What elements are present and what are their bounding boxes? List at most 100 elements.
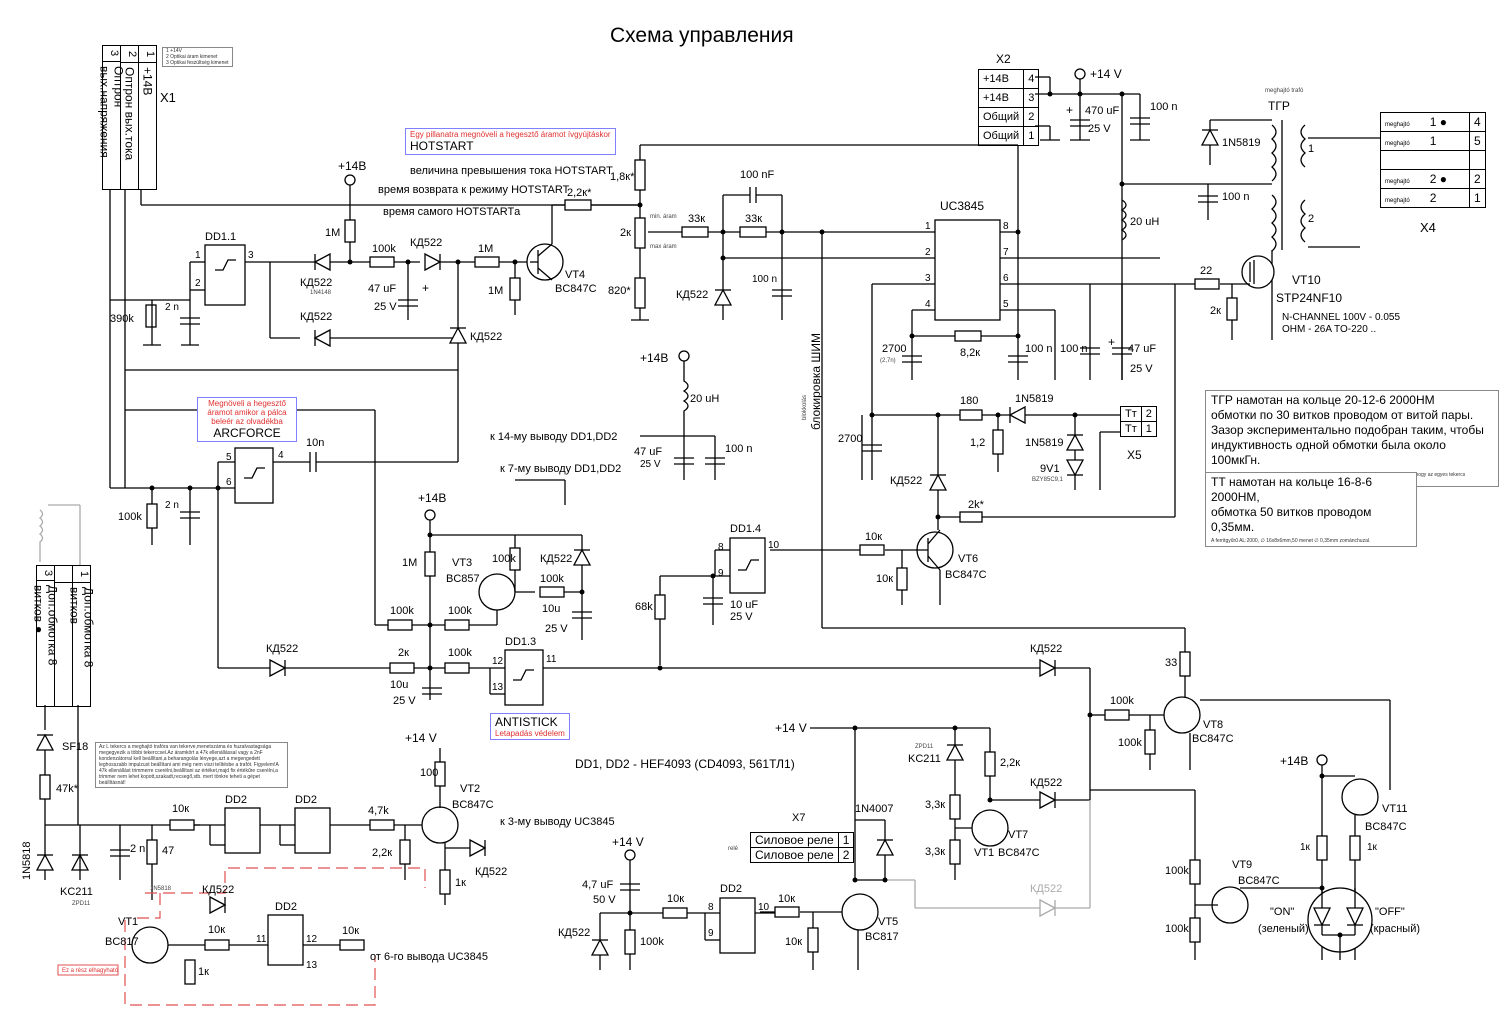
svg-text:+14В: +14В <box>418 491 446 505</box>
svg-text:2700: 2700 <box>882 343 906 355</box>
svg-text:6: 6 <box>1003 273 1009 284</box>
svg-text:ТГР: ТГР <box>1268 99 1290 113</box>
svg-text:КД522: КД522 <box>470 331 502 343</box>
svg-text:VT3: VT3 <box>452 557 472 569</box>
resistor-1m-b <box>474 256 500 268</box>
svg-text:"OFF": "OFF" <box>1375 906 1405 918</box>
svg-text:5: 5 <box>1003 299 1009 310</box>
svg-text:min. áram: min. áram <box>650 214 677 220</box>
svg-text:блокировка ШИМ: блокировка ШИМ <box>809 333 823 430</box>
svg-text:12: 12 <box>306 934 318 945</box>
svg-text:КД522: КД522 <box>300 277 332 289</box>
svg-text:10к: 10к <box>342 925 359 937</box>
svg-text:1N5819: 1N5819 <box>1015 393 1054 405</box>
svg-text:100k: 100k <box>1110 695 1134 707</box>
x5-label: X5 <box>1127 448 1142 462</box>
svg-text:BC847C: BC847C <box>452 799 494 811</box>
svg-text:blokkolás: blokkolás <box>802 395 808 420</box>
svg-text:ZPD11: ZPD11 <box>915 744 934 750</box>
svg-text:BC817: BC817 <box>105 936 139 948</box>
svg-text:+14В: +14В <box>338 159 366 173</box>
svg-text:7: 7 <box>1003 247 1009 258</box>
hotstart-time-label: время самого HOTSTARTа <box>383 206 521 218</box>
current-sense: 180 1N5819 1,2 1N5819 9V1 BZY85C9,1 2700… <box>838 284 1176 530</box>
svg-text:1: 1 <box>195 250 201 261</box>
svg-text:KC211: KC211 <box>908 753 941 765</box>
svg-text:5: 5 <box>226 452 232 463</box>
x2-label: X2 <box>996 52 1011 66</box>
svg-text:BZY85C9,1: BZY85C9,1 <box>1032 477 1064 483</box>
svg-text:КД522: КД522 <box>475 866 507 878</box>
svg-text:2: 2 <box>1308 213 1314 225</box>
svg-text:DD2: DD2 <box>225 794 247 806</box>
svg-text:100 n: 100 n <box>1150 101 1178 113</box>
page-title: Схема управления <box>610 24 794 47</box>
coil-tuning-note: Az L tekercs a meghajtó trafóra van teke… <box>95 742 288 788</box>
svg-text:100 nF: 100 nF <box>740 169 775 181</box>
svg-text:25 V: 25 V <box>640 459 661 470</box>
svg-text:470 uF: 470 uF <box>1085 105 1120 117</box>
svg-text:10к: 10к <box>778 893 795 905</box>
svg-text:VT5: VT5 <box>878 916 898 928</box>
dd1-1-chip <box>204 244 246 306</box>
svg-text:STP24NF10: STP24NF10 <box>1276 291 1342 305</box>
svg-text:+14 V: +14 V <box>775 721 807 735</box>
antistick-note: ANTISTICK Letapadás védelem <box>490 713 570 740</box>
svg-text:1к: 1к <box>198 966 209 978</box>
svg-text:2,2к*: 2,2к* <box>567 187 592 199</box>
svg-text:180: 180 <box>960 395 978 407</box>
svg-text:1к: 1к <box>455 877 466 889</box>
svg-text:КД522: КД522 <box>202 884 234 896</box>
svg-text:VT2: VT2 <box>460 783 480 795</box>
svg-text:6: 6 <box>226 477 232 488</box>
svg-text:390k: 390k <box>110 313 134 325</box>
svg-text:13: 13 <box>492 682 504 693</box>
svg-text:10к: 10к <box>865 531 882 543</box>
gate-transformer: 1N5819 12 meghajtó trafó ТГР 22 2к VT10 … <box>1194 88 1400 340</box>
svg-text:100k: 100k <box>448 605 472 617</box>
svg-text:2 n: 2 n <box>165 302 179 313</box>
svg-text:KC211: KC211 <box>60 886 93 898</box>
svg-text:КД522: КД522 <box>1030 883 1062 895</box>
svg-text:47 uF: 47 uF <box>368 283 396 295</box>
svg-text:33к: 33к <box>688 213 705 225</box>
svg-text:+14 V: +14 V <box>612 835 644 849</box>
svg-text:100k: 100k <box>372 243 396 255</box>
svg-text:(2,7n): (2,7n) <box>880 358 896 364</box>
svg-text:10u: 10u <box>542 603 560 615</box>
svg-text:от 6-го вывода UC3845: от 6-го вывода UC3845 <box>370 951 488 963</box>
svg-text:1M: 1M <box>488 285 503 297</box>
svg-text:100k: 100k <box>448 647 472 659</box>
svg-text:9: 9 <box>718 568 724 579</box>
svg-text:10: 10 <box>758 902 770 913</box>
svg-text:N-CHANNEL 100V - 0.055: N-CHANNEL 100V - 0.055 <box>1282 312 1400 323</box>
x7-label: X7 <box>792 812 806 824</box>
svg-text:"ON": "ON" <box>1270 906 1294 918</box>
svg-text:2к: 2к <box>620 227 631 239</box>
svg-text:3,3к: 3,3к <box>925 846 945 858</box>
svg-text:8: 8 <box>1003 221 1009 232</box>
x1-legend: 1 +14V 2 Optikai áram kimenet 3 Optikai … <box>162 47 233 67</box>
svg-text:+14 V: +14 V <box>1090 67 1122 81</box>
svg-text:9V1: 9V1 <box>1040 463 1060 475</box>
svg-text:820*: 820* <box>608 285 631 297</box>
x1-pin-1: 1+14В <box>139 46 156 189</box>
svg-text:2к: 2к <box>398 647 409 659</box>
hotstart-note: Egy pillanatra megnöveli a hegesztő áram… <box>405 128 616 155</box>
svg-text:13: 13 <box>306 960 318 971</box>
svg-text:SF18: SF18 <box>62 741 88 753</box>
svg-text:VT1: VT1 <box>118 916 138 928</box>
svg-text:1N5818: 1N5818 <box>150 886 172 892</box>
svg-text:10к: 10к <box>785 936 802 948</box>
svg-text:DD1.3: DD1.3 <box>505 636 536 648</box>
svg-text:КД522: КД522 <box>266 643 298 655</box>
tgr-info-box: ТГР намотан на кольце 20-12-6 2000НМ обм… <box>1205 390 1499 487</box>
svg-text:2 n: 2 n <box>130 843 145 855</box>
svg-text:2к: 2к <box>1210 305 1221 317</box>
svg-text:VT7: VT7 <box>1008 829 1028 841</box>
